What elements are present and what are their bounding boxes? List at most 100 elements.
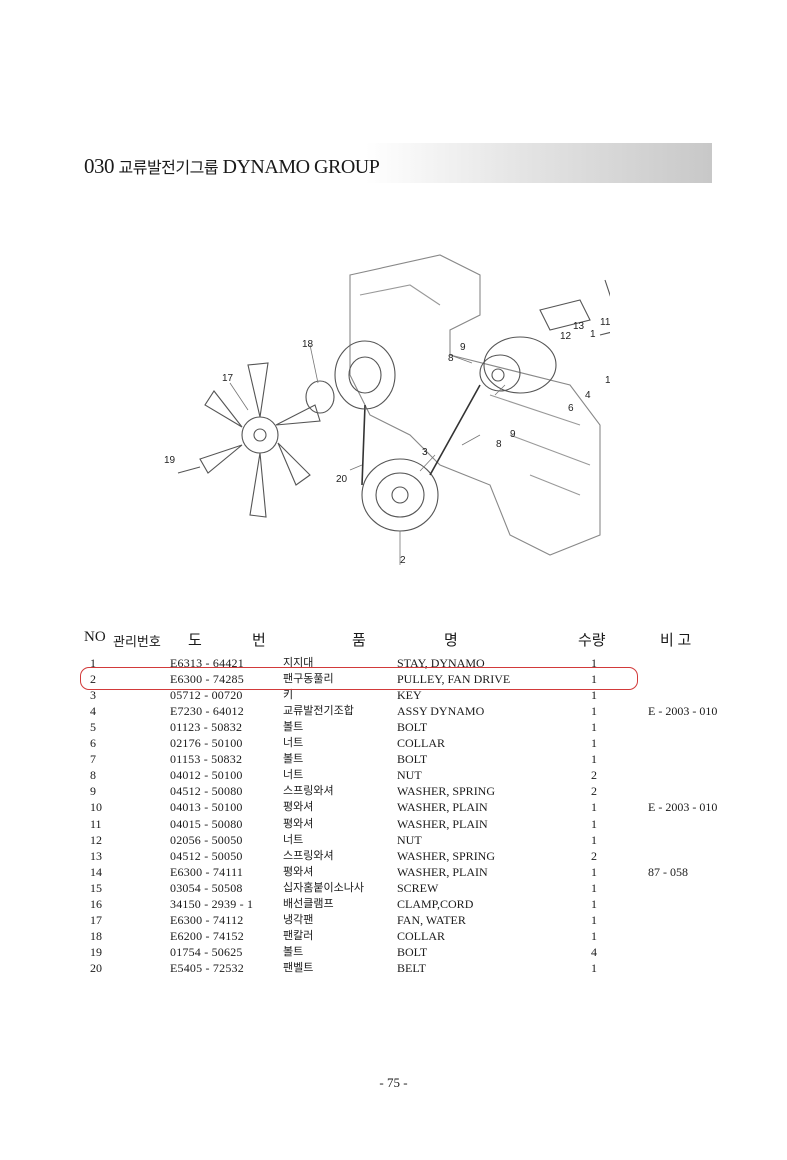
cell-qty: 1 [591,720,597,735]
crank-pulley [361,458,439,532]
cell-en: BELT [397,960,426,975]
cell-kr: 너트 [283,769,304,782]
cell-kr: 배선클램프 [283,897,334,910]
cell-part: 03054 - 50508 [170,880,243,895]
cell-no: 15 [90,880,102,895]
cell-no: 12 [90,832,102,847]
cell-en: COLLAR [397,928,445,943]
page-title: 030 교류발전기그룹 DYNAMO GROUP [84,154,380,179]
cell-part: 05712 - 00720 [170,688,243,703]
cell-part: 02176 - 50100 [170,736,243,751]
cell-qty: 1 [591,864,597,879]
bolt-5 [599,331,610,336]
page-number: - 75 - [379,1075,408,1090]
cell-no: 11 [90,816,102,831]
water-pump-pulley-inner [348,356,382,394]
cell-kr: 볼트 [283,945,304,958]
cell-part: 01153 - 50832 [170,752,243,767]
alternator-hub [491,368,505,382]
header-band [82,143,712,183]
cell-qty: 1 [591,960,597,975]
cell-en: BOLT [397,752,428,767]
cell-en: PULLEY, FAN DRIVE [397,672,511,687]
cell-part: 04015 - 50080 [170,816,243,831]
col-head-drawing-2: 번 [252,633,266,649]
leader-lines [229,344,506,565]
col-head-drawing-1: 도 [188,633,202,649]
row-highlight-oval [80,667,638,690]
cell-no: 9 [90,784,96,799]
callout-4: 4 [585,390,591,401]
cell-part: 02056 - 50050 [170,832,243,847]
cell-part: E6200 - 74152 [170,928,244,943]
cell-rem: 87 - 058 [648,864,688,879]
callout-19: 19 [164,455,176,466]
cell-qty: 4 [591,944,597,959]
cell-en: STAY, DYNAMO [397,656,485,670]
cell-qty: 1 [591,896,597,911]
cell-en: FAN, WATER [397,912,466,927]
cell-no: 20 [90,960,102,975]
cell-en: SCREW [397,880,439,895]
callout-17: 17 [222,373,234,384]
col-head-name-1: 품 [352,633,366,649]
cell-qty: 2 [591,784,597,799]
cell-qty: 1 [591,800,597,815]
cell-en: NUT [397,768,422,783]
cell-en: CLAMP,CORD [397,896,474,911]
cell-part: E6313 - 64421 [170,656,244,670]
cell-no: 6 [90,736,96,751]
cell-qty: 1 [591,880,597,895]
cell-kr: 팬구동풀리 [283,673,334,686]
col-head-qty: 수량 [578,633,606,649]
engine-block-outline [349,254,601,556]
cell-kr: 교류발전기조합 [283,705,354,718]
water-pump-pulley [334,340,396,410]
cell-no: 18 [90,928,102,943]
cell-qty: 1 [591,656,597,670]
col-head-name-2: 명 [444,633,458,649]
cell-part: 01754 - 50625 [170,944,243,959]
callout-6: 6 [568,403,574,414]
table-row: 19 01754 - 50625 볼트 BOLT 4 [0,944,787,960]
cell-qty: 1 [591,752,597,767]
cell-part: E6300 - 74111 [170,864,244,879]
cell-part: E5405 - 72532 [170,960,244,975]
col-head-no: NO [84,629,106,645]
cell-en: NUT [397,832,422,847]
cell-no: 8 [90,768,96,783]
cell-no: 1 [90,656,96,670]
cell-part: E6300 - 74285 [170,672,244,687]
cell-qty: 1 [591,736,597,751]
cell-en: ASSY DYNAMO [397,704,485,719]
cell-no: 7 [90,752,96,767]
callout-2: 2 [400,555,406,566]
callout-1: 1 [590,329,596,340]
cell-en: BOLT [397,720,428,735]
cell-kr: 스프링와셔 [283,849,334,862]
engine-block-detail [359,284,591,496]
cell-en: WASHER, PLAIN [397,864,488,879]
callout-8: 8 [448,353,454,364]
alternator-front [479,354,521,392]
cell-en: KEY [397,688,422,703]
callout-9: 9 [460,342,466,353]
table-row: 6 02176 - 50100 너트 COLLAR 1 [0,735,787,751]
cell-no: 19 [90,944,102,959]
cell-kr: 볼트 [283,753,304,766]
cell-qty: 1 [591,928,597,943]
cell-en: COLLAR [397,736,445,751]
fan-belt [361,384,481,486]
cell-en: BOLT [397,944,428,959]
group-title-kr: 교류발전기그룹 [118,160,219,177]
cell-kr: 너트 [283,737,304,750]
col-head-mgmt: 관리번호 [113,634,161,649]
cell-no: 3 [90,688,96,703]
